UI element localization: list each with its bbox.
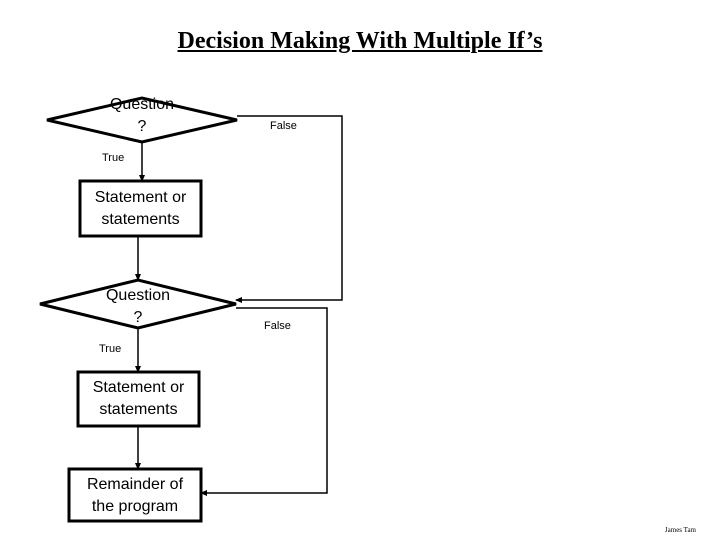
statement-1-line-1: Statement or bbox=[94, 189, 187, 206]
decision-2-label: Question ? bbox=[88, 285, 188, 329]
decision-2-shape bbox=[39, 278, 237, 330]
remainder-line-2: the program bbox=[91, 498, 179, 515]
statement-1-label: Statement or statements bbox=[80, 187, 201, 231]
decision-2-line-2: ? bbox=[133, 309, 143, 326]
statement-2-label: Statement or statements bbox=[78, 377, 199, 421]
edge-label-q1-false: False bbox=[270, 120, 297, 132]
statement-2-line-2: statements bbox=[99, 401, 178, 418]
decision-1-label: Question ? bbox=[92, 94, 192, 138]
statement-1-box bbox=[78, 179, 203, 238]
statement-2-line-1: Statement or bbox=[92, 379, 185, 396]
edge-q2-false bbox=[200, 307, 328, 496]
decision-1-line-2: ? bbox=[137, 118, 147, 135]
author-credit: James Tam bbox=[664, 526, 696, 534]
statement-1-line-2: statements bbox=[101, 211, 180, 228]
edge-label-q1-true: True bbox=[102, 152, 125, 164]
edge-label-q2-true: True bbox=[99, 343, 122, 355]
decision-2-line-1: Question bbox=[105, 287, 171, 304]
decision-1-shape bbox=[46, 96, 238, 144]
remainder-line-1: Remainder of bbox=[86, 476, 184, 493]
decision-1-line-1: Question bbox=[109, 96, 175, 113]
edge-q1-false bbox=[235, 115, 343, 303]
edge-label-q2-false: False bbox=[264, 320, 291, 332]
remainder-label: Remainder of the program bbox=[69, 474, 201, 518]
remainder-box bbox=[67, 467, 203, 523]
page-title: Decision Making With Multiple If’s bbox=[177, 28, 543, 54]
